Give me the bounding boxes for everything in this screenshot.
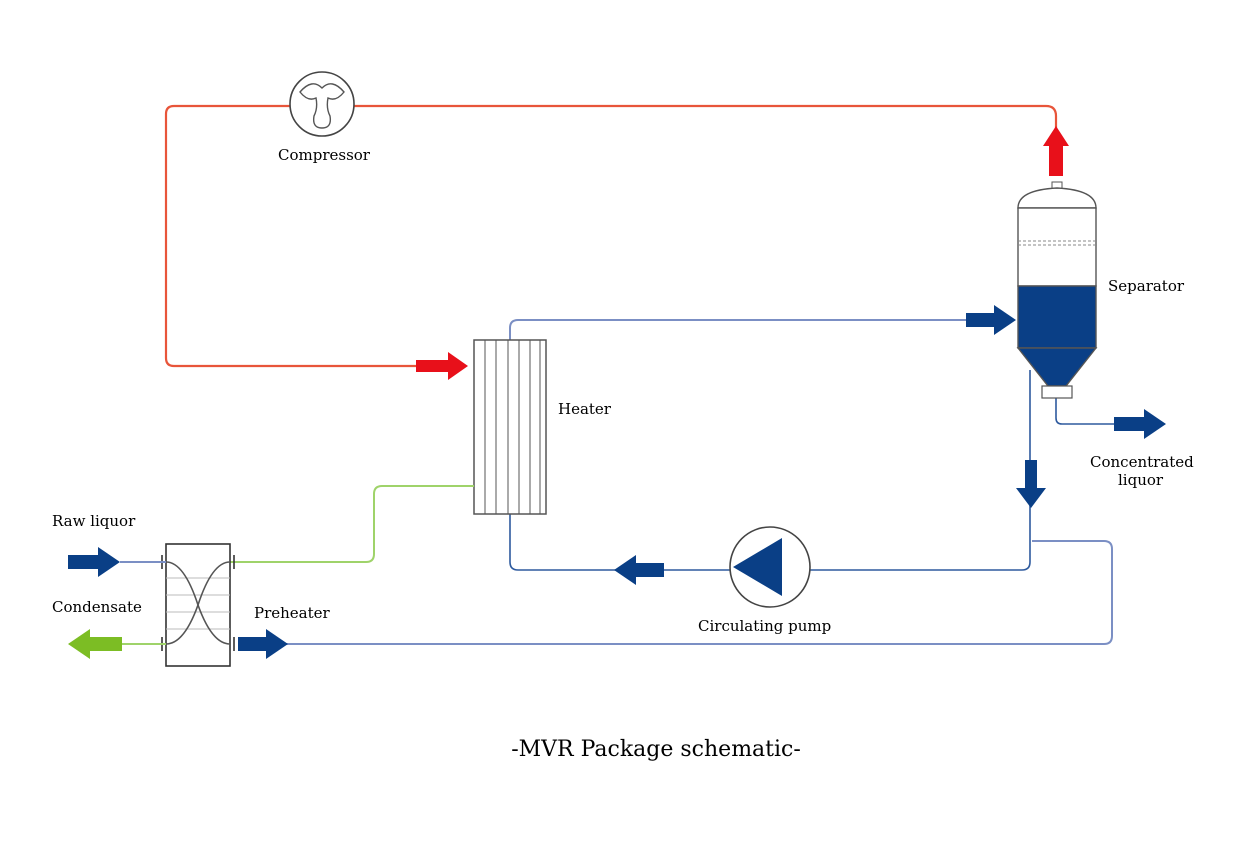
concentrate-outlet-pipe [1055, 398, 1120, 425]
concentrated-liquor-label-line2: liquor [1118, 471, 1164, 489]
condensate-pipe [230, 485, 474, 563]
separator-label: Separator [1108, 277, 1185, 295]
preheated-feed-arrow [238, 629, 288, 659]
separator-to-pump-pipe [810, 370, 1031, 571]
concentrated-liquor-arrow [1114, 409, 1166, 439]
compressor-icon [289, 71, 355, 137]
condensate-label: Condensate [52, 598, 142, 616]
feed-return-pipe [282, 540, 1113, 645]
raw-liquor-label: Raw liquor [52, 512, 136, 530]
condensate-arrow [68, 629, 122, 659]
raw-liquor-arrow [68, 547, 120, 577]
pump-to-heater-pipe [509, 514, 730, 571]
heater-icon [473, 339, 547, 515]
separator-inlet-arrow [966, 305, 1016, 335]
concentrated-liquor-label-line1: Concentrated [1090, 453, 1194, 471]
steam-return-pipe [354, 104, 1058, 130]
heater-label: Heater [558, 400, 612, 418]
preheater-label: Preheater [254, 604, 331, 622]
preheater-icon [161, 543, 235, 667]
circulating-pump-icon [729, 526, 811, 608]
vapor-outlet-arrow [1043, 126, 1069, 176]
separator-icon [1016, 181, 1098, 399]
recirculation-arrow [614, 555, 664, 585]
compressor-label: Compressor [278, 146, 371, 164]
separator-outlet-arrow [1016, 460, 1046, 508]
steam-pipe [164, 104, 418, 368]
diagram-caption: -MVR Package schematic- [511, 737, 801, 762]
circulating-pump-label: Circulating pump [698, 617, 831, 635]
steam-inlet-arrow [416, 352, 468, 380]
heater-to-separator-pipe [509, 319, 966, 340]
